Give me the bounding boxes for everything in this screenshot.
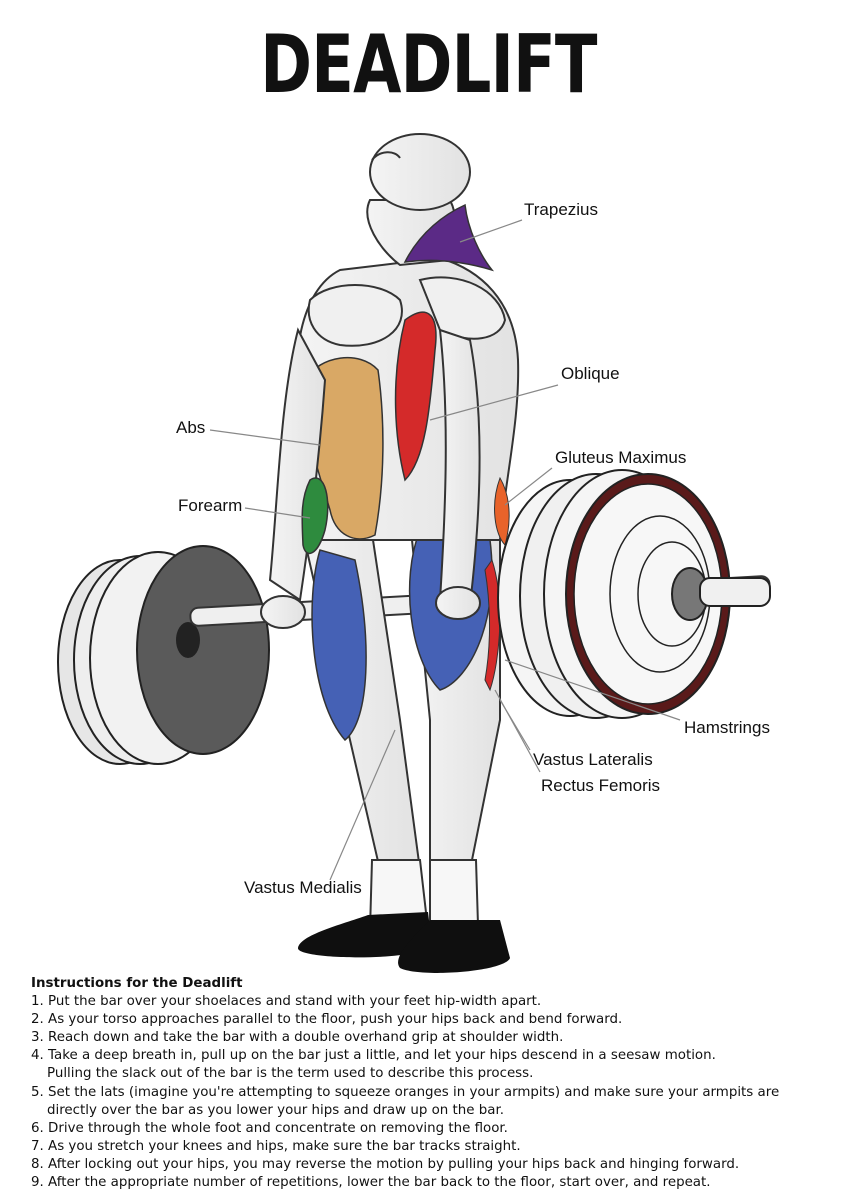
oblique-muscle [394, 311, 437, 482]
step-text-continued: Pulling the slack out of the bar is the … [47, 1066, 534, 1082]
step-text: 8. After locking out your hips, you may … [31, 1156, 740, 1172]
step-text: 1. Put the bar over your shoelaces and s… [31, 994, 542, 1010]
step-7: 7. As you stretch your knees and hips, m… [31, 1138, 831, 1156]
deadlift-anatomy-illustration [57, 133, 771, 973]
label-forearm: Forearm [178, 496, 243, 515]
step-text: 5. Set the lats (imagine you're attempti… [31, 1084, 780, 1100]
label-trapezius: Trapezius [524, 200, 599, 219]
label-abs: Abs [176, 418, 206, 437]
leader-lines [209, 219, 681, 881]
label-gluteus-maximus: Gluteus Maximus [555, 448, 687, 467]
step-text-continued: directly over the bar as you lower your … [47, 1102, 504, 1118]
page-title: DEADLIFT [260, 18, 597, 111]
step-text: 7. As you stretch your knees and hips, m… [31, 1138, 521, 1154]
forearm-muscle [301, 477, 329, 555]
label-rectus-femoris: Rectus Femoris [541, 776, 661, 795]
arms [260, 327, 481, 629]
label-vastus-lateralis: Vastus Lateralis [533, 750, 653, 769]
step-text: 6. Drive through the whole foot and conc… [31, 1120, 508, 1136]
label-oblique: Oblique [561, 364, 620, 383]
step-1: 1. Put the bar over your shoelaces and s… [31, 993, 831, 1011]
step-text: 9. After the appropriate number of repet… [31, 1175, 711, 1191]
trapezius-muscle [403, 203, 495, 272]
step-6: 6. Drive through the whole foot and conc… [31, 1120, 831, 1138]
step-text: 2. As your torso approaches parallel to … [31, 1012, 623, 1028]
right-weight-plates [497, 469, 771, 719]
step-8: 8. After locking out your hips, you may … [31, 1156, 831, 1174]
step-3: 3. Reach down and take the bar with a do… [31, 1029, 831, 1047]
instructions-block: Instructions for the Deadlift 1. Put the… [31, 975, 831, 1192]
shoes [297, 912, 510, 973]
left-weight-plates [57, 545, 270, 765]
label-hamstrings: Hamstrings [684, 718, 770, 737]
step-9: 9. After the appropriate number of repet… [31, 1174, 831, 1192]
label-vastus-medialis: Vastus Medialis [244, 878, 362, 897]
step-5: 5. Set the lats (imagine you're attempti… [31, 1084, 831, 1120]
vastus-lateralis-muscle [311, 549, 367, 742]
step-2: 2. As your torso approaches parallel to … [31, 1011, 831, 1029]
step-text: 4. Take a deep breath in, pull up on the… [31, 1048, 716, 1064]
step-4: 4. Take a deep breath in, pull up on the… [31, 1047, 831, 1083]
instructions-heading: Instructions for the Deadlift [31, 976, 243, 991]
step-text: 3. Reach down and take the bar with a do… [31, 1030, 564, 1046]
